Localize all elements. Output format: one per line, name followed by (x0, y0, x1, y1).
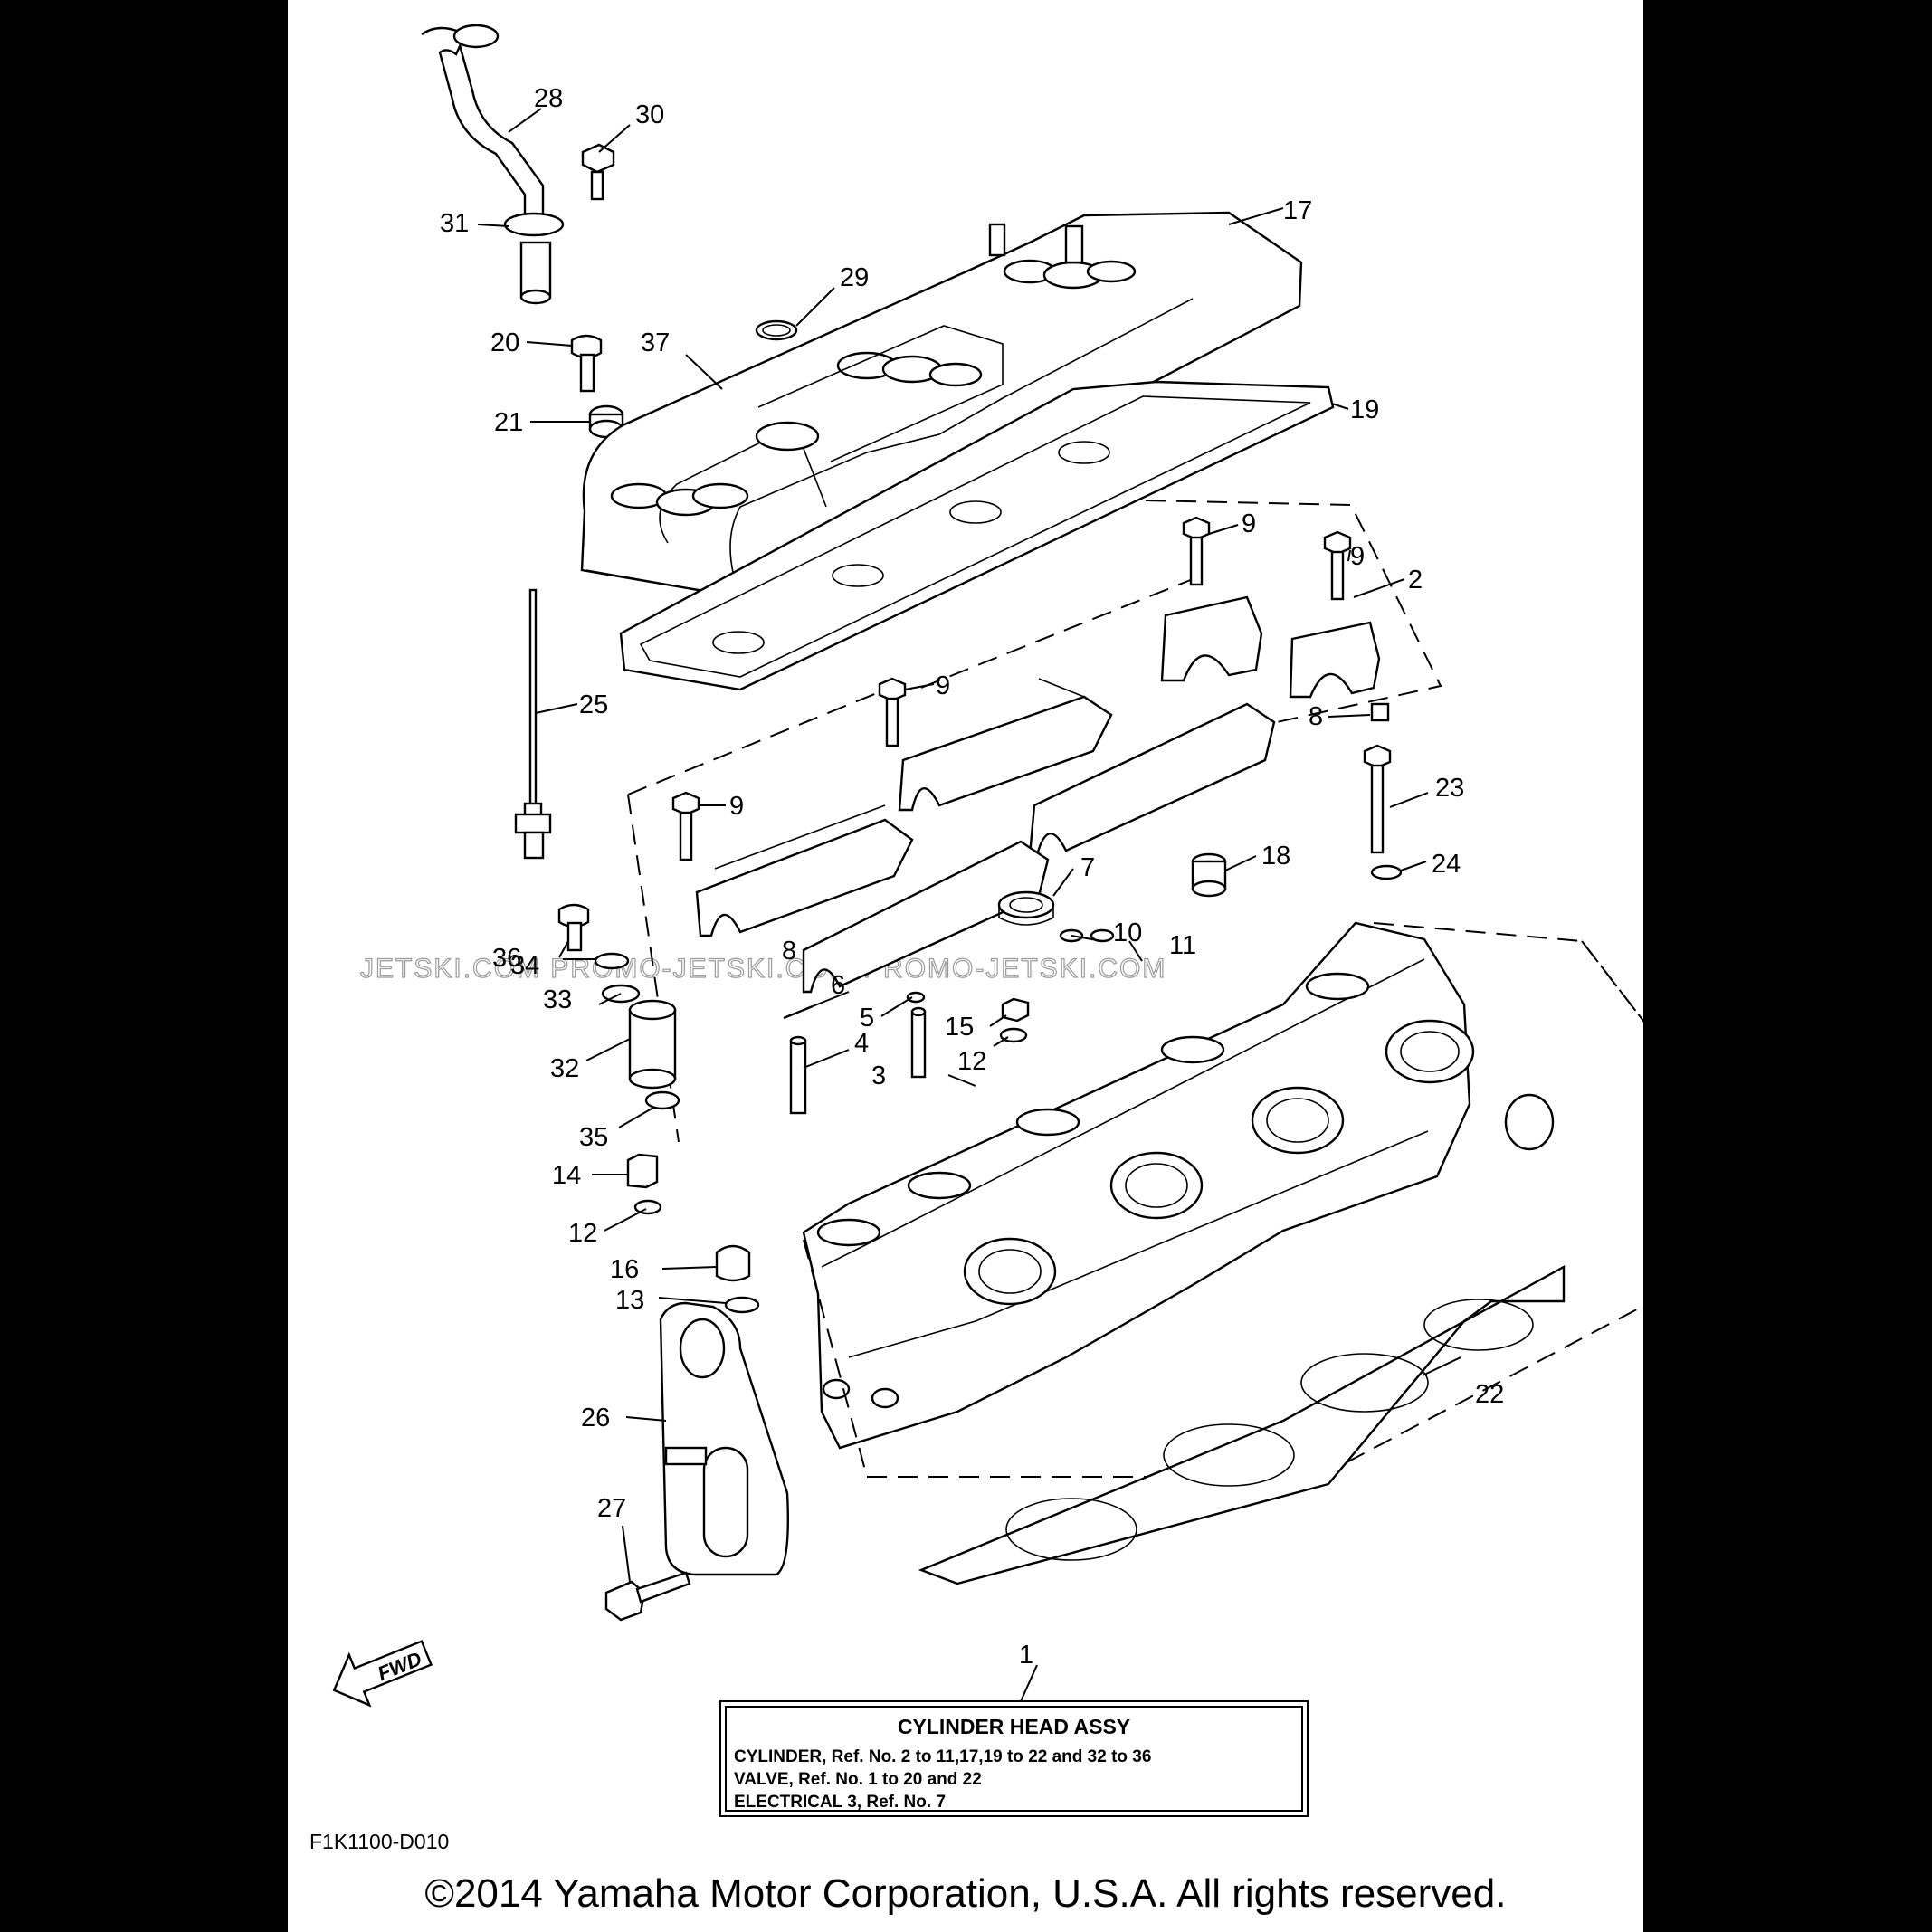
callout-2: 2 (1408, 566, 1423, 595)
callout-13: 13 (615, 1286, 644, 1315)
valve-parts-part (783, 928, 1115, 1115)
bolt-20-part (570, 334, 603, 393)
head-boundary (1373, 922, 1643, 1023)
assembly-line-electrical: ELECTRICAL 3, Ref. No. 7 (734, 1793, 947, 1812)
lifter-18-part (1191, 852, 1227, 898)
callout-9b: 9 (1350, 542, 1365, 571)
washer-24-part (1370, 864, 1403, 880)
assembly-line-valve: VALVE, Ref. No. 1 to 20 and 22 (734, 1770, 982, 1789)
callout-16: 16 (610, 1255, 639, 1284)
o-ring-29-part (755, 319, 798, 341)
forward-arrow-icon: FWD (332, 1640, 433, 1708)
callout-9a: 9 (1242, 509, 1256, 538)
cam-cap-bolts-part (671, 516, 1352, 861)
side-parts-part (557, 903, 760, 1314)
sensor-25-part (514, 588, 552, 860)
callout-23: 23 (1435, 774, 1464, 803)
callout-27: 27 (597, 1494, 626, 1523)
callout-11: 11 (1169, 931, 1196, 960)
callout-15: 15 (945, 1013, 974, 1042)
callout-12a: 12 (957, 1047, 986, 1076)
callout-31: 31 (440, 209, 469, 238)
callout-4: 4 (854, 1029, 869, 1058)
callout-33: 33 (543, 985, 572, 1014)
cylinder-head-part (802, 921, 1555, 1450)
watermark-text: JETSKI.COM PROMO-JETSKI.COM PROMO-JETSKI… (360, 954, 1166, 984)
callout-5: 5 (860, 1004, 874, 1033)
bolt-27-part (604, 1571, 691, 1622)
assembly-title: CYLINDER HEAD ASSY (897, 1715, 1131, 1738)
callout-28: 28 (534, 84, 563, 113)
callout-35: 35 (579, 1123, 608, 1152)
seal-7-part (997, 890, 1055, 926)
callout-20: 20 (490, 328, 519, 357)
callout-24: 24 (1432, 850, 1461, 879)
callout-17: 17 (1283, 196, 1312, 225)
callout-21: 21 (494, 408, 523, 437)
callout-22: 22 (1475, 1380, 1504, 1409)
assembly-lines: CYLINDER, Ref. No. 2 to 11,17,19 to 22 a… (734, 1746, 1151, 1813)
diagram-code: F1K1100-D010 (309, 1830, 450, 1853)
callout-8b: 8 (782, 937, 796, 966)
bolt-30-part (581, 143, 615, 201)
callout-12b: 12 (568, 1219, 597, 1248)
callout-37: 37 (641, 328, 670, 357)
cam-caps-part (695, 595, 1390, 994)
callout-10: 10 (1113, 918, 1142, 947)
callout-1: 1 (1019, 1641, 1033, 1670)
group-2-boundary (1145, 500, 1442, 732)
callouts: 1 2 3 4 5 6 7 8 8 9 9 9 9 10 11 12 12 1 (440, 84, 1504, 1702)
breather-hose-part (421, 24, 565, 305)
assembly-line-cylinder: CYLINDER, Ref. No. 2 to 11,17,19 to 22 a… (734, 1747, 1152, 1766)
callout-34: 34 (510, 951, 539, 980)
exploded-view-drawing: JETSKI.COM PROMO-JETSKI.COM PROMO-JETSKI… (332, 24, 1643, 1708)
callout-7: 7 (1080, 853, 1095, 882)
assembly-note-box: CYLINDER HEAD ASSY CYLINDER, Ref. No. 2 … (719, 1700, 1309, 1817)
callout-3: 3 (871, 1061, 886, 1090)
callout-25: 25 (579, 690, 608, 719)
copyright-notice: ©2014 Yamaha Motor Corporation, U.S.A. A… (424, 1871, 1507, 1916)
callout-18: 18 (1261, 842, 1290, 871)
callout-8a: 8 (1309, 702, 1323, 731)
cover-gasket-part (619, 380, 1335, 691)
callout-30: 30 (635, 100, 664, 129)
callout-26: 26 (581, 1404, 610, 1432)
callout-14: 14 (552, 1161, 581, 1190)
callout-36: 36 (492, 944, 521, 973)
cylinder-head-cover-part (580, 211, 1303, 599)
callout-19: 19 (1350, 395, 1379, 424)
bolt-23-part (1363, 744, 1392, 854)
parts-diagram-sheet: JETSKI.COM PROMO-JETSKI.COM PROMO-JETSKI… (288, 0, 1643, 1932)
cover-plate-part (659, 1301, 789, 1576)
callout-6: 6 (831, 971, 845, 1000)
callout-9d: 9 (729, 792, 744, 821)
head-gasket-part (918, 1264, 1566, 1585)
callout-9c: 9 (936, 671, 950, 700)
callout-32: 32 (550, 1054, 579, 1083)
callout-29: 29 (840, 263, 869, 292)
